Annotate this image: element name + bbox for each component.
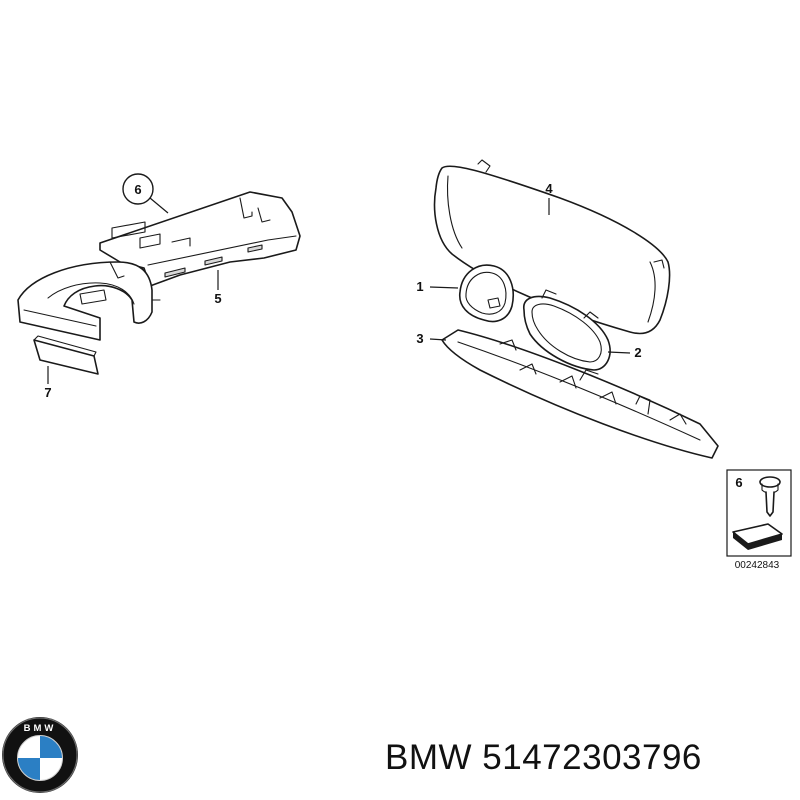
callout-4: 4 [545,181,553,215]
callout-label-4: 4 [545,181,553,196]
callout-label-2: 2 [634,345,641,360]
part-5-cupholder-tray [17,191,301,341]
inset-box: 6 00242843 [726,469,792,571]
screw-icon [759,476,781,517]
drawing-id: 00242843 [735,560,780,571]
callout-label-7: 7 [44,385,51,400]
part-number-caption: BMW 51472303796 [385,738,702,778]
callout-6: 6 [122,173,169,214]
part-2-oval-frame [523,289,611,371]
bmw-logo-icon: BMW [2,717,78,793]
callout-7: 7 [44,366,52,400]
callout-label-5: 5 [214,291,221,306]
part-3-bezel [441,329,719,459]
clip-arrow-icon [732,523,783,550]
inset-part-number: 6 [735,475,742,490]
callout-label-3: 3 [416,331,423,346]
caption-part-number: 51472303796 [482,738,702,777]
logo-lettering: BMW [24,723,57,734]
callout-label-6: 6 [134,182,141,197]
caption-brand: BMW [385,738,473,777]
callout-2: 2 [607,345,642,360]
callout-5: 5 [214,270,222,306]
part-1-ring [459,264,514,323]
callout-1: 1 [416,279,459,294]
part-4-trim-strip [433,159,671,335]
callout-label-1: 1 [416,279,423,294]
callout-3: 3 [416,331,447,346]
part-7-end-cover [33,335,99,375]
